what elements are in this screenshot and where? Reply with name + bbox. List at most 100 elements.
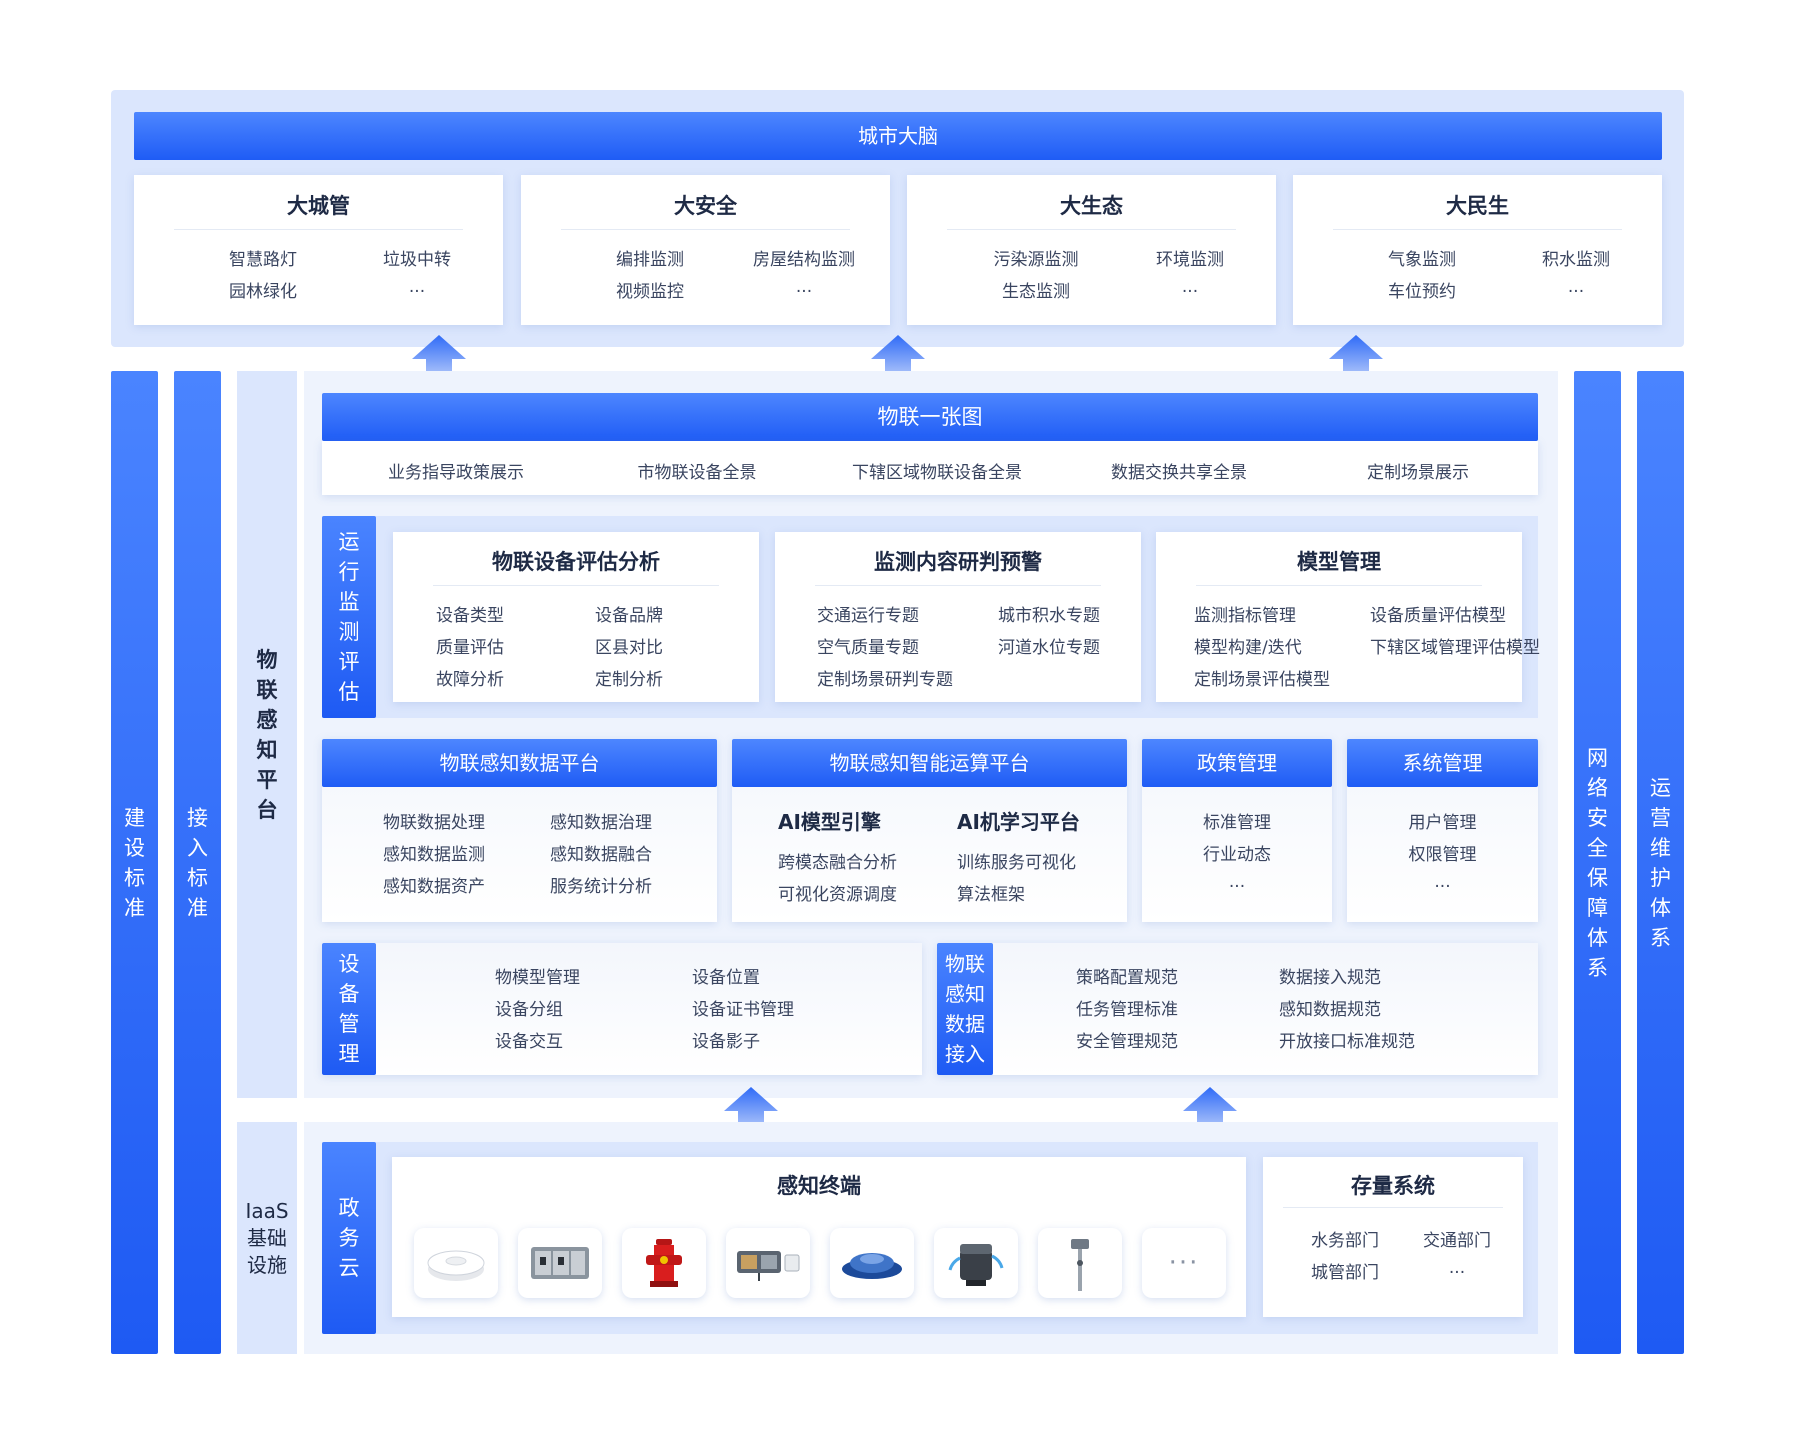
brain-card-item: 房屋结构监测 xyxy=(753,250,855,270)
monitor-card-item: 空气质量专题 xyxy=(817,638,919,658)
device-mgmt-item: 设备交互 xyxy=(495,1032,563,1052)
monitor-card-item: 设备质量评估模型 xyxy=(1370,606,1506,626)
monitor-card-title: 物联设备评估分析 xyxy=(492,550,660,574)
device-tile xyxy=(1038,1228,1122,1298)
more-icon: ··· xyxy=(1168,1248,1200,1278)
iaas-label: IaaS基础设施 xyxy=(245,1198,289,1277)
iaas-side-label-bg: IaaS基础设施 xyxy=(237,1122,297,1354)
brain-card xyxy=(1293,175,1662,325)
iot-map-item: 市物联设备全景 xyxy=(637,463,757,483)
stock-system-divider xyxy=(1283,1207,1503,1208)
brain-card-item: 积水监测 xyxy=(1542,250,1610,270)
device-mgmt-item: 设备证书管理 xyxy=(692,1000,794,1020)
brain-card-divider xyxy=(1333,229,1622,230)
terminal-title: 感知终端 xyxy=(777,1174,861,1198)
network-security-bar: 网络安全保障体系 xyxy=(1574,371,1621,1354)
compute-platform-head: AI机学习平台 xyxy=(957,810,1080,834)
data-access-item: 数据接入规范 xyxy=(1279,968,1381,988)
monitor-card-divider xyxy=(433,585,719,586)
brain-card-item: ... xyxy=(795,277,813,297)
data-access-label: 物联感知数据接入 xyxy=(945,952,985,1066)
network-security-label: 网络安全保障体系 xyxy=(1587,745,1608,980)
data-access-card xyxy=(937,943,1538,1075)
stock-system-item: 城管部门 xyxy=(1311,1263,1379,1283)
fire-hydrant-icon xyxy=(644,1235,684,1291)
brain-card-title: 大安全 xyxy=(674,194,737,218)
iot-map-item: 定制场景展示 xyxy=(1367,463,1469,483)
data-access-item: 开放接口标准规范 xyxy=(1279,1032,1415,1052)
management-item: ... xyxy=(1228,872,1246,892)
camera-pole-icon xyxy=(1065,1233,1095,1293)
brain-card-item: ... xyxy=(1567,277,1585,297)
compute-platform-item: 可视化资源调度 xyxy=(778,885,897,905)
iot-map-title: 物联一张图 xyxy=(322,393,1538,441)
brain-card xyxy=(521,175,890,325)
data-platform-item: 感知数据监测 xyxy=(383,845,485,865)
device-tile xyxy=(518,1228,602,1298)
brain-card-title: 大生态 xyxy=(1060,194,1123,218)
city-brain-title: 城市大脑 xyxy=(134,112,1662,160)
device-mgmt-item: 物模型管理 xyxy=(495,968,580,988)
monitor-card-item: 质量评估 xyxy=(436,638,504,658)
device-tile xyxy=(622,1228,706,1298)
monitor-card-item: 区县对比 xyxy=(595,638,663,658)
platform-card-title: 系统管理 xyxy=(1347,739,1538,787)
up-arrow-icon xyxy=(1183,1087,1237,1139)
stock-system-item: 交通部门 xyxy=(1423,1231,1491,1251)
iot-map-item: 数据交换共享全景 xyxy=(1111,463,1247,483)
management-item: ... xyxy=(1434,872,1451,892)
up-arrow-icon xyxy=(412,335,466,387)
device-mgmt-label: 设备管理 xyxy=(338,952,360,1066)
iot-map-items xyxy=(322,441,1538,495)
platform-label: 物联感知平台 xyxy=(256,647,278,822)
monitor-card-item: 设备品牌 xyxy=(595,606,663,626)
gov-cloud-label-bar: 政务云 xyxy=(322,1142,376,1334)
device-mgmt-item: 设备影子 xyxy=(692,1032,760,1052)
data-access-item: 策略配置规范 xyxy=(1076,968,1178,988)
monitor-card-item: 设备类型 xyxy=(436,606,504,626)
brain-card-item: 车位预约 xyxy=(1388,282,1456,302)
data-platform-item: 感知数据资产 xyxy=(383,877,485,897)
brain-card-item: 生态监测 xyxy=(1002,282,1070,302)
device-tile xyxy=(726,1228,810,1298)
device-mgmt-item: 设备分组 xyxy=(495,1000,563,1020)
flow-meter-icon xyxy=(946,1236,1006,1290)
access-standard-label: 接入标准 xyxy=(187,805,208,920)
brain-card-title: 大民生 xyxy=(1446,194,1509,218)
data-access-item: 安全管理规范 xyxy=(1076,1032,1178,1052)
brain-card-item: 环境监测 xyxy=(1156,250,1224,270)
device-mgmt-item: 设备位置 xyxy=(692,968,760,988)
water-level-sensor-icon xyxy=(839,1243,905,1283)
management-item: 标准管理 xyxy=(1203,813,1271,833)
stock-system-item: ... xyxy=(1448,1258,1466,1278)
data-access-item: 任务管理标准 xyxy=(1076,1000,1178,1020)
stock-system-title: 存量系统 xyxy=(1351,1174,1435,1198)
monitor-card-divider xyxy=(815,585,1101,586)
monitor-card xyxy=(775,532,1141,702)
monitor-card-item: 模型构建/迭代 xyxy=(1194,638,1302,658)
brain-card-title: 大城管 xyxy=(287,194,350,218)
monitor-card-item: 河道水位专题 xyxy=(998,638,1100,658)
platform-card-title: 物联感知数据平台 xyxy=(322,739,717,787)
brain-card-divider xyxy=(174,229,463,230)
operation-maintenance-bar: 运营维护体系 xyxy=(1637,371,1684,1354)
monitor-label: 运行监测评估 xyxy=(338,530,360,704)
data-platform-item: 物联数据处理 xyxy=(383,813,485,833)
compute-platform-item: 训练服务可视化 xyxy=(957,853,1076,873)
monitor-label-bar: 运行监测评估 xyxy=(322,516,376,718)
data-platform-item: 感知数据治理 xyxy=(550,813,652,833)
iot-map-item: 下辖区域物联设备全景 xyxy=(852,463,1022,483)
management-item: 权限管理 xyxy=(1408,845,1477,865)
monitor-card-item: 城市积水专题 xyxy=(998,606,1100,626)
brain-card xyxy=(134,175,503,325)
operation-maintenance-label: 运营维护体系 xyxy=(1650,775,1671,950)
smoke-detector-icon xyxy=(424,1239,488,1287)
brain-card-item: 智慧路灯 xyxy=(229,250,297,270)
iot-map-item: 业务指导政策展示 xyxy=(388,463,524,483)
data-access-label-bar: 物联感知数据接入 xyxy=(937,943,993,1075)
brain-card-item: 气象监测 xyxy=(1388,250,1456,270)
up-arrow-icon xyxy=(724,1087,778,1139)
device-tile: ··· xyxy=(1142,1228,1226,1298)
device-mgmt-card xyxy=(322,943,922,1075)
monitor-card-title: 监测内容研判预警 xyxy=(874,550,1042,574)
